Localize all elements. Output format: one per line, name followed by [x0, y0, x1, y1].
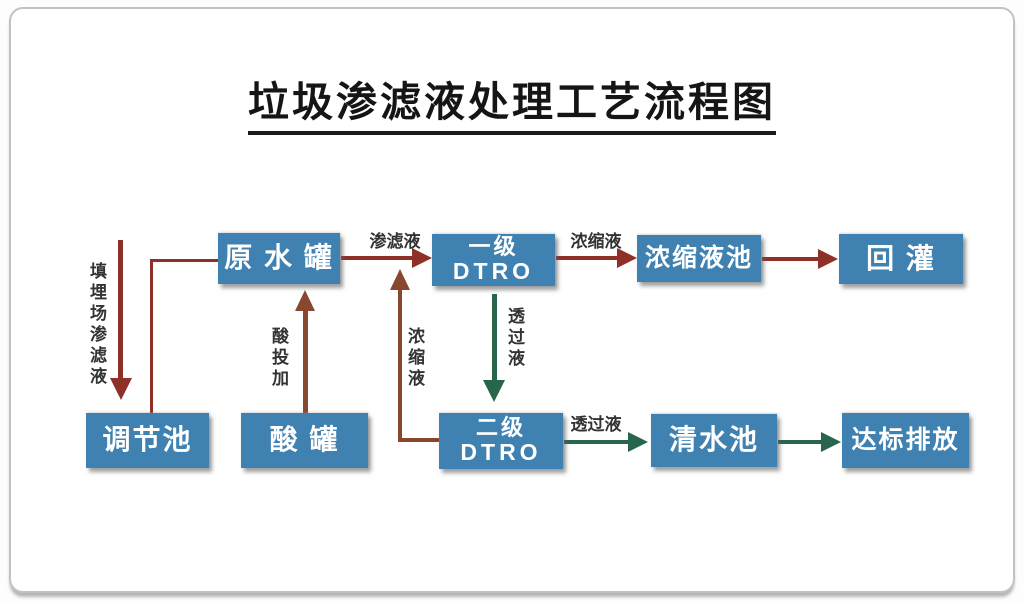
node-discharge-label: 达标排放	[851, 425, 960, 454]
label-landfill-leachate: 填埋场渗滤液	[87, 262, 106, 388]
arrow-dtro2-to-clearwater-shaft	[564, 440, 630, 444]
arrow-concentratepool-to-reinjection-shaft	[762, 257, 820, 261]
node-raw-water-tank-label: 原 水 罐	[224, 242, 334, 274]
flowchart-title: 垃圾渗滤液处理工艺流程图	[248, 68, 776, 135]
node-clear-water-pool-label: 清水池	[668, 424, 759, 456]
arrow-dtro1-to-dtro2-shaft	[492, 294, 497, 382]
node-reinjection: 回 灌	[839, 234, 963, 284]
node-concentrate-pool-label: 浓缩液池	[644, 243, 753, 272]
arrow-dtro1-to-dtro2-head	[483, 380, 505, 402]
arrow-clearwater-to-discharge-head	[821, 432, 841, 452]
node-acid-tank: 酸 罐	[241, 413, 368, 468]
node-concentrate-pool: 浓缩液池	[637, 235, 761, 282]
slide-card	[9, 7, 1015, 593]
label-concentrate-recycle: 浓缩液	[405, 327, 424, 390]
arrow-acid-dosing-head	[295, 290, 315, 311]
arrow-dtro2-recycle-horizontal	[398, 438, 439, 442]
node-regulating-pool-label: 调节池	[102, 424, 193, 456]
arrow-landfill-leachate-shaft	[118, 240, 123, 380]
arrow-rawtank-to-dtro1-head	[412, 248, 432, 268]
node-dtro-stage2-line2: DTRO	[460, 439, 542, 466]
label-permeate-right: 透过液	[570, 415, 622, 434]
connector-pool-to-rawtank-vertical	[150, 259, 153, 413]
node-raw-water-tank: 原 水 罐	[218, 233, 340, 284]
arrow-dtro1-to-concentratepool-head	[617, 248, 637, 268]
arrow-concentratepool-to-reinjection-head	[818, 249, 838, 269]
node-clear-water-pool: 清水池	[651, 414, 777, 467]
title-container: 垃圾渗滤液处理工艺流程图	[0, 68, 1024, 135]
node-dtro-stage2: 二级 DTRO	[439, 413, 563, 469]
arrow-landfill-leachate-head	[110, 378, 132, 400]
node-reinjection-label: 回 灌	[866, 242, 936, 274]
connector-pool-to-rawtank-horizontal	[150, 259, 218, 262]
node-dtro-stage1-line2: DTRO	[452, 258, 535, 285]
arrow-acid-dosing-shaft	[303, 310, 308, 413]
node-acid-tank-label: 酸 罐	[269, 424, 340, 456]
node-regulating-pool: 调节池	[86, 413, 209, 468]
node-dtro-stage2-line1: 二级	[475, 415, 526, 441]
label-acid-dosing: 酸投加	[269, 327, 288, 390]
node-dtro-stage1: 一级 DTRO	[432, 234, 555, 286]
arrow-dtro2-recycle-head	[390, 269, 410, 290]
arrow-dtro1-to-concentratepool-shaft	[556, 256, 619, 260]
arrow-dtro2-to-clearwater-head	[628, 432, 648, 452]
label-concentrate-out: 浓缩液	[570, 232, 622, 251]
label-leachate: 渗滤液	[369, 232, 421, 251]
arrow-rawtank-to-dtro1-shaft	[341, 256, 414, 260]
label-permeate-down: 透过液	[505, 307, 524, 370]
arrow-clearwater-to-discharge-shaft	[778, 440, 823, 444]
node-discharge: 达标排放	[842, 413, 969, 468]
node-dtro-stage1-line1: 一级	[468, 234, 519, 260]
arrow-dtro2-recycle-vertical	[398, 289, 402, 442]
